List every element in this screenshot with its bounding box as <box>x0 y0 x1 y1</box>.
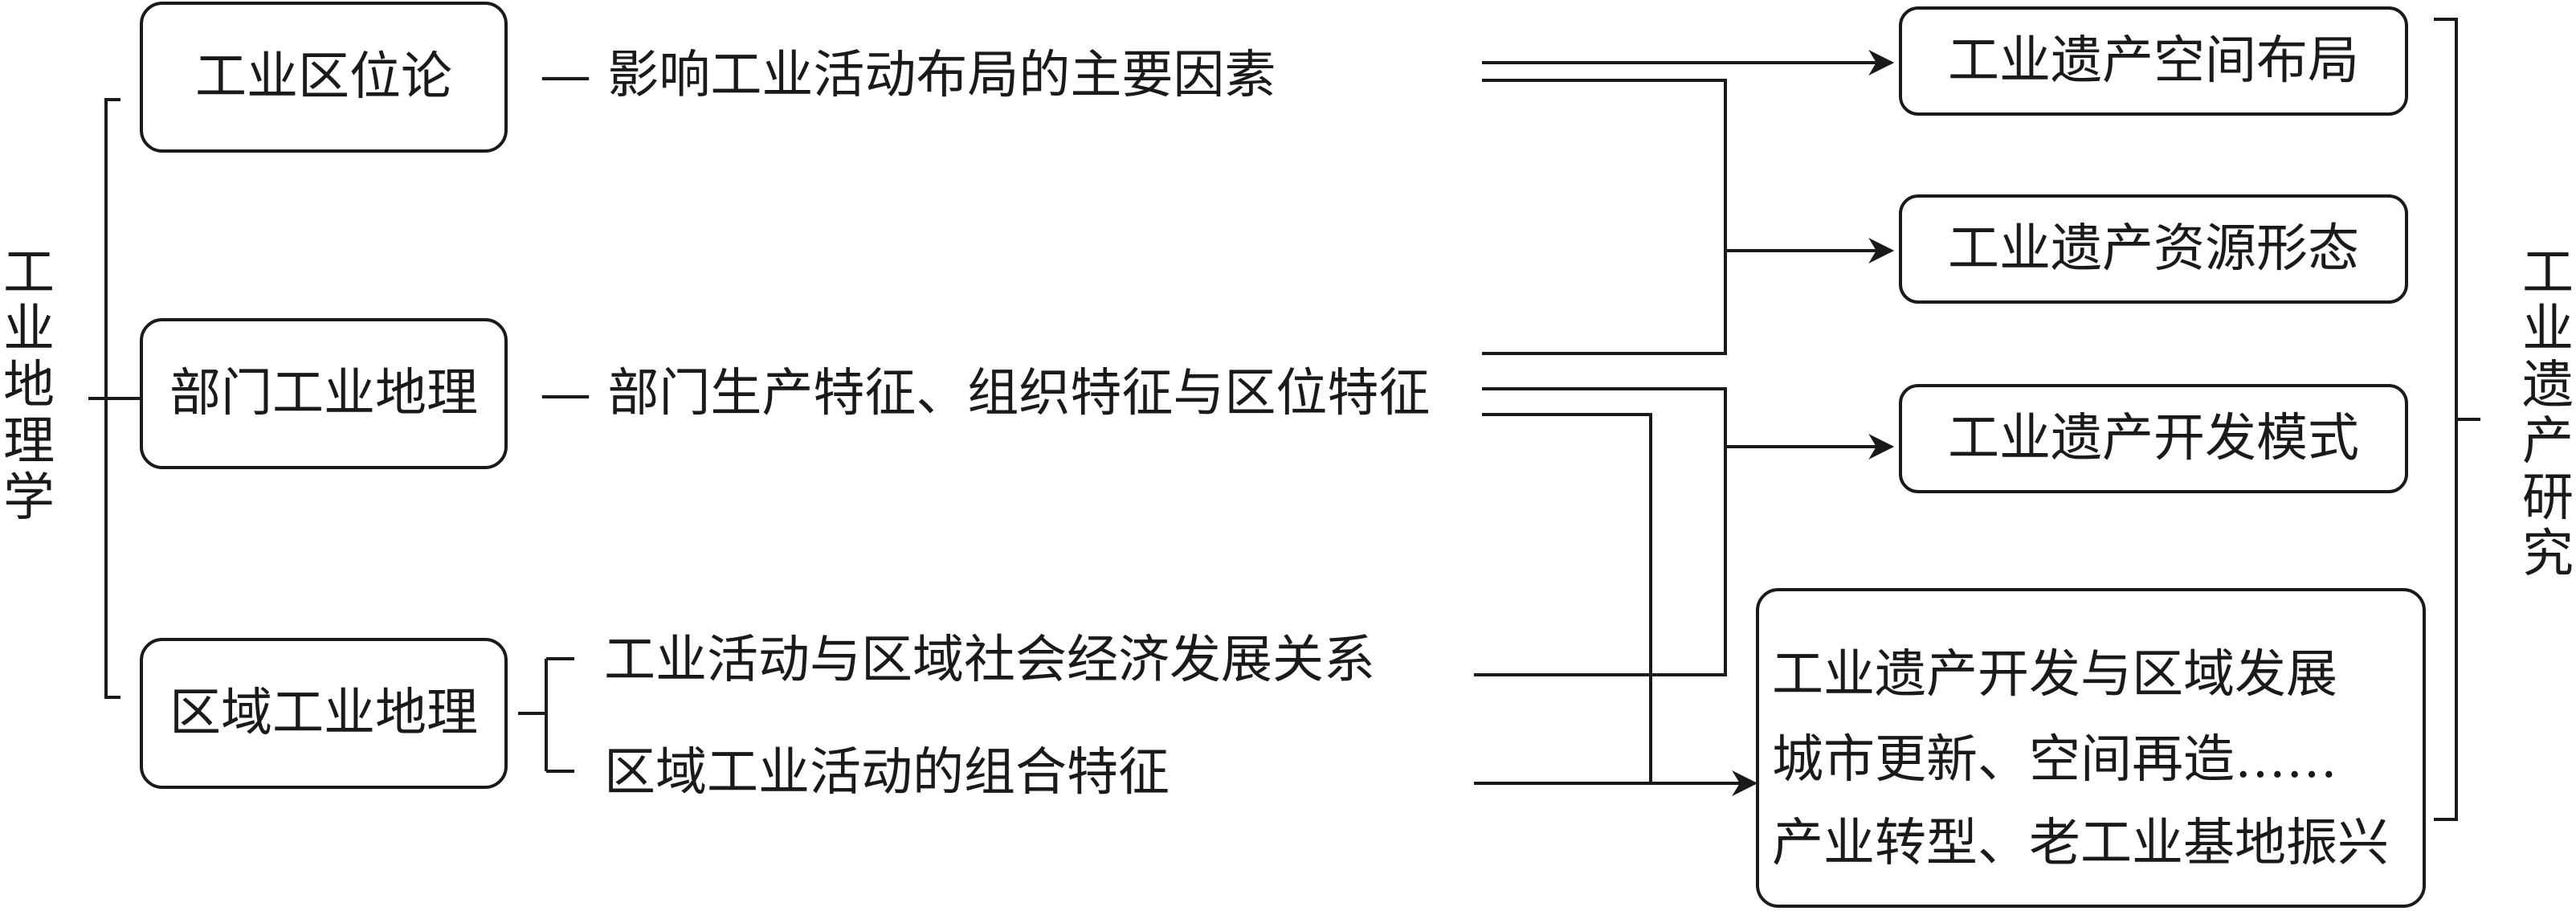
left-root-char-0: 工 <box>3 243 55 303</box>
right-root-char-2: 遗 <box>2522 356 2574 415</box>
left-root-char-2: 地 <box>3 356 55 415</box>
development-mode-box <box>1899 384 2408 493</box>
right-root-char-3: 产 <box>2522 412 2574 472</box>
connector-factor-down <box>1482 79 1727 355</box>
right-root-char-5: 究 <box>2522 525 2574 584</box>
resource-form-box <box>1899 194 2408 304</box>
right-root-char-0: 工 <box>2522 243 2574 303</box>
connector-sector-down <box>1474 387 1727 676</box>
regional-dev-line-1: 城市更新、空间再造…… <box>1772 730 2337 790</box>
location-factor-text: — 影响工业活动布局的主要因素 <box>540 46 1276 105</box>
left-root-label: 工 业 地 理 学 <box>3 243 55 528</box>
left-root-char-3: 理 <box>3 412 55 472</box>
sector-geography-box <box>140 318 508 469</box>
spatial-layout-box <box>1899 6 2408 116</box>
regional-combination-text: 区域工业活动的组合特征 <box>604 743 1170 803</box>
regional-development-box <box>1756 588 2426 908</box>
regional-sub-bracket <box>518 657 574 773</box>
connector-sector-to-regional <box>1482 413 1652 783</box>
sector-feature-text: — 部门生产特征、组织特征与区位特征 <box>540 364 1430 423</box>
location-theory-box <box>140 2 508 153</box>
regional-dev-line-2: 产业转型、老工业基地振兴 <box>1772 814 2389 873</box>
regional-geography-label: 区域工业地理 <box>169 684 478 743</box>
right-root-char-4: 研 <box>2522 468 2574 528</box>
right-root-label: 工 业 遗 产 研 究 <box>2522 243 2574 584</box>
regional-geography-box <box>140 638 508 789</box>
resource-form-label: 工业遗产资源形态 <box>1948 219 2359 279</box>
sector-geography-label: 部门工业地理 <box>169 364 478 423</box>
right-bracket <box>2434 18 2480 821</box>
regional-dev-line-0: 工业遗产开发与区域发展 <box>1772 645 2337 705</box>
left-root-char-1: 业 <box>3 300 55 359</box>
regional-relation-text: 工业活动与区域社会经济发展关系 <box>604 631 1375 690</box>
development-mode-label: 工业遗产开发模式 <box>1948 409 2359 468</box>
location-theory-label: 工业区位论 <box>195 47 452 107</box>
left-root-char-4: 学 <box>3 468 55 528</box>
right-root-char-1: 业 <box>2522 300 2574 359</box>
spatial-layout-label: 工业遗产空间布局 <box>1948 31 2359 91</box>
